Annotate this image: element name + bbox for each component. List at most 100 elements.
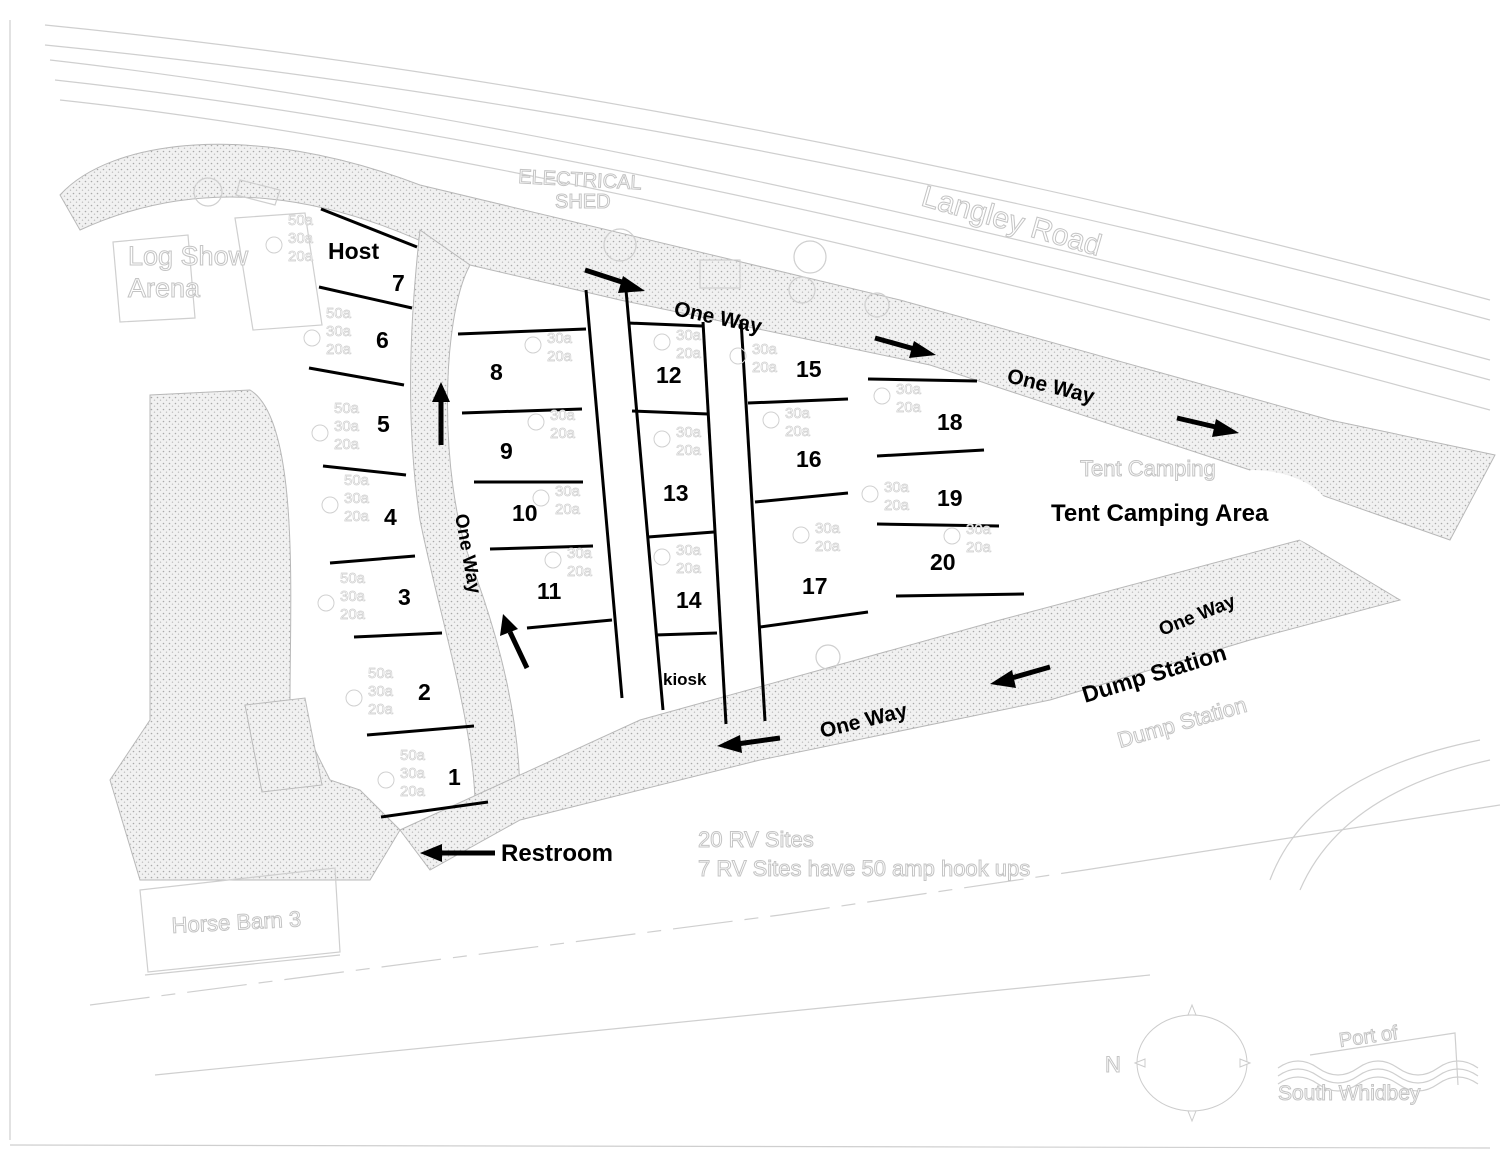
hookup-icon [303, 329, 321, 347]
hookup-icon [653, 430, 671, 448]
hookup-icon [345, 689, 363, 707]
tent-camping-area-label: Tent Camping Area [1051, 500, 1269, 527]
hookup-icon [861, 485, 879, 503]
tent-area-ghost-label: Tent Camping [1080, 456, 1216, 481]
amp-label: 20a [815, 538, 841, 555]
amp-label: 20a [288, 248, 314, 265]
site-number: 10 [512, 500, 538, 526]
hookup-icon [762, 411, 780, 429]
hookup-icon [311, 424, 329, 442]
buildings [89, 177, 1500, 1076]
amp-label: 30a [368, 683, 394, 700]
log-show-label: Log Show [128, 241, 249, 271]
site-number: 18 [937, 409, 963, 435]
arrow-up-icon [500, 614, 530, 670]
tree-icon [864, 292, 890, 318]
arrow-left-icon [990, 664, 1051, 688]
dump-station-ghost-label: Dump Station [1114, 692, 1249, 753]
site-number: 3 [398, 584, 411, 610]
site-number: 12 [656, 362, 682, 388]
amp-label: 20a [326, 341, 352, 358]
log-show-arena-outline [112, 234, 196, 323]
arrow-left-icon [420, 844, 495, 862]
tree-icon [793, 240, 827, 274]
amp-label: 20a [676, 442, 702, 459]
horse-barn-outline [139, 867, 341, 973]
amp-label: 30a [815, 520, 841, 537]
site-dividers [308, 207, 1025, 819]
amp-label: 50a [400, 747, 426, 764]
amp-label: 50a [368, 665, 394, 682]
site-number: 6 [376, 327, 389, 353]
amp-label: 20a [896, 399, 922, 416]
site-number: 2 [418, 679, 431, 705]
tree-icon [603, 228, 637, 262]
amp-label: 30a [555, 483, 581, 500]
arrow-up-icon [432, 382, 450, 445]
site-number: 15 [796, 356, 822, 382]
log-show-label: Arena [128, 273, 201, 303]
amp-label: 30a [676, 424, 702, 441]
hookup-icon [943, 527, 961, 545]
port-logo: Port of South Whidbey [1278, 1021, 1479, 1106]
site-number: 16 [796, 446, 822, 472]
arrow-right-icon [584, 267, 645, 293]
tent-camping-area [1250, 470, 1333, 545]
page-border [9, 1144, 1491, 1149]
tree-icon [193, 177, 223, 207]
restroom-label: Restroom [501, 840, 613, 867]
shed-outline [235, 179, 281, 206]
arrow-right-icon [1176, 415, 1239, 437]
roads [59, 143, 1496, 881]
site-number: 14 [676, 587, 702, 613]
hookup-icon [653, 333, 671, 351]
electrical-shed-label: ELECTRICAL [518, 166, 642, 194]
one-way-arrows [420, 267, 1239, 862]
hookup-icon [792, 526, 810, 544]
site-number: 1 [448, 764, 461, 790]
site-number: 11 [537, 578, 562, 604]
hookup-icon [321, 496, 339, 514]
hookup-icon [527, 413, 545, 431]
hookup-icon [524, 336, 542, 354]
site-number: 7 [392, 270, 405, 296]
amp-label: 20a [785, 423, 811, 440]
amp-label: 30a [340, 588, 366, 605]
arrow-left-icon [717, 735, 781, 753]
amp-label: 30a [676, 542, 702, 559]
hookup-icon [729, 347, 747, 365]
hookup-icon [873, 387, 891, 405]
south-one-way-road [399, 539, 1402, 871]
tree-icon [788, 276, 816, 304]
amp-label: 20a [884, 497, 910, 514]
amp-label: 20a [567, 563, 593, 580]
amp-label: 30a [288, 230, 314, 247]
amp-label: 30a [344, 490, 370, 507]
amp-label: 20a [555, 501, 581, 518]
hookup-icon [653, 548, 671, 566]
restroom-building [244, 697, 323, 793]
logo-top-text: Port of [1338, 1022, 1400, 1052]
hookup-icon [265, 236, 283, 254]
west-lot [109, 389, 401, 881]
amp-label: 20a [550, 425, 576, 442]
site-number: 5 [377, 411, 390, 437]
amp-label: 20a [752, 359, 778, 376]
site-number: 20 [930, 549, 956, 575]
amp-label: 20a [340, 606, 366, 623]
